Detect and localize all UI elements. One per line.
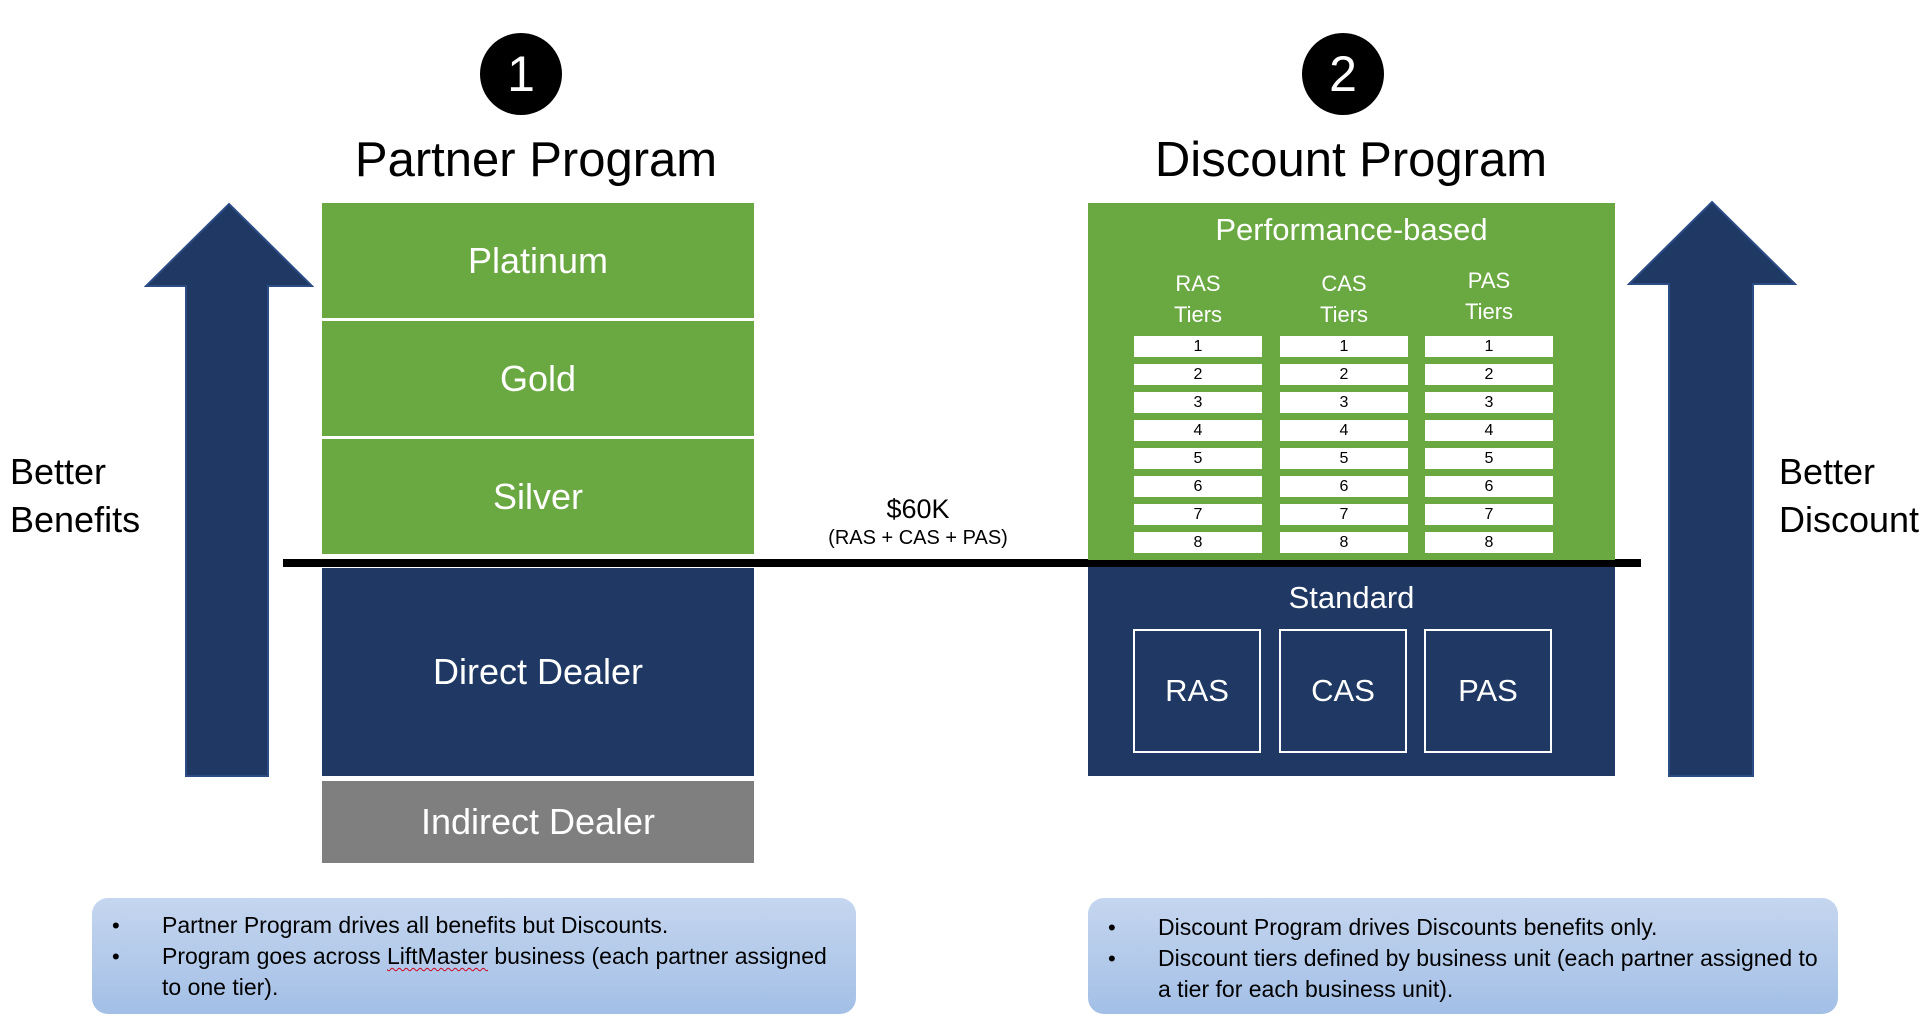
cas-tier-list: 1 2 3 4 5 6 7 8: [1280, 336, 1408, 553]
ras-tiers-header-line1: RAS: [1175, 271, 1221, 296]
pas-tiers-header-line1: PAS: [1467, 268, 1511, 293]
indirect-dealer-block: Indirect Dealer: [322, 781, 754, 863]
pas-tier-cell: 1: [1425, 336, 1553, 357]
performance-based-title: Performance-based: [1215, 212, 1488, 247]
cas-tier-cell: 3: [1280, 392, 1408, 413]
ras-tier-cell: 1: [1134, 336, 1262, 357]
partner-notes-box: Partner Program drives all benefits but …: [92, 898, 856, 1014]
better-discount-label-line2: Discount: [1779, 499, 1920, 540]
step-1-number: 1: [507, 46, 535, 102]
partner-notes-list: Partner Program drives all benefits but …: [92, 910, 856, 1003]
ras-tier-cell: 5: [1134, 448, 1262, 469]
cas-tiers-header: CAS Tiers: [1280, 268, 1408, 330]
partner-tier-stack: Platinum Gold Silver: [322, 203, 754, 554]
step-2-badge: 2: [1302, 33, 1384, 115]
partner-program-title: Partner Program: [354, 133, 718, 187]
threshold-basis: (RAS + CAS + PAS): [828, 527, 1008, 549]
better-discount-label-line1: Better: [1779, 451, 1876, 492]
pas-tier-cell: 2: [1425, 364, 1553, 385]
standard-cas-box: CAS: [1279, 629, 1407, 753]
better-discount-arrow-icon: [1627, 200, 1797, 777]
tier-platinum: Platinum: [322, 203, 754, 318]
ras-tiers-column: RAS Tiers: [1134, 268, 1262, 330]
indirect-dealer-label: Indirect Dealer: [420, 801, 656, 842]
pas-tier-cell: 8: [1425, 532, 1553, 553]
tier-divider: [322, 436, 754, 439]
discount-note-text: Discount Program drives Discounts benefi…: [1158, 914, 1658, 940]
discount-note-item: Discount Program drives Discounts benefi…: [1088, 912, 1838, 943]
threshold-amount: $60K: [886, 494, 950, 524]
ras-tiers-header: RAS Tiers: [1134, 268, 1262, 330]
threshold-label: $60K (RAS + CAS + PAS): [818, 494, 1018, 550]
pas-tiers-column: PAS Tiers: [1425, 265, 1553, 327]
partner-note-item: Partner Program drives all benefits but …: [92, 910, 856, 941]
tier-gold: Gold: [322, 321, 754, 436]
pas-tier-cell: 4: [1425, 420, 1553, 441]
standard-pas-box: PAS: [1424, 629, 1552, 753]
ras-tiers-header-line2: Tiers: [1173, 302, 1223, 327]
discount-notes-box: Discount Program drives Discounts benefi…: [1088, 898, 1838, 1014]
pas-tiers-header: PAS Tiers: [1425, 265, 1553, 327]
tier-divider: [322, 318, 754, 321]
threshold-line: [283, 559, 1641, 567]
partner-note-item: Program goes across LiftMaster business …: [92, 941, 856, 1003]
performance-based-panel: Performance-based RAS Tiers CAS Tiers PA…: [1088, 203, 1615, 560]
pas-tiers-header-line2: Tiers: [1464, 299, 1514, 324]
direct-dealer-label: Direct Dealer: [432, 651, 644, 692]
standard-pas-label: PAS: [1458, 673, 1518, 708]
ras-tier-cell: 3: [1134, 392, 1262, 413]
discount-notes-list: Discount Program drives Discounts benefi…: [1088, 912, 1838, 1005]
direct-dealer-block: Direct Dealer: [322, 568, 754, 776]
pas-tier-cell: 5: [1425, 448, 1553, 469]
better-benefits-label-line2: Benefits: [10, 499, 141, 540]
cas-tier-cell: 4: [1280, 420, 1408, 441]
discount-note-item: Discount tiers defined by business unit …: [1088, 943, 1838, 1005]
tier-silver: Silver: [322, 439, 754, 554]
standard-panel: Standard RAS CAS PAS: [1088, 567, 1615, 776]
cas-tiers-header-line2: Tiers: [1319, 302, 1369, 327]
ras-tier-cell: 2: [1134, 364, 1262, 385]
cas-tier-cell: 1: [1280, 336, 1408, 357]
tier-silver-label: Silver: [492, 475, 584, 517]
standard-cas-label: CAS: [1311, 673, 1375, 708]
cas-tier-cell: 5: [1280, 448, 1408, 469]
cas-tier-cell: 8: [1280, 532, 1408, 553]
cas-tiers-column: CAS Tiers: [1280, 268, 1408, 330]
discount-note-text: Discount tiers defined by business unit …: [1158, 945, 1818, 1002]
pas-tier-cell: 3: [1425, 392, 1553, 413]
brand-name-text: LiftMaster: [386, 943, 488, 969]
standard-title: Standard: [1288, 580, 1415, 615]
pas-tier-cell: 7: [1425, 504, 1553, 525]
partner-note-text: Partner Program drives all benefits but …: [162, 912, 669, 938]
discount-program-title: Discount Program: [1154, 133, 1548, 187]
step-2-number: 2: [1329, 46, 1357, 102]
tier-gold-label: Gold: [499, 357, 577, 399]
ras-tier-list: 1 2 3 4 5 6 7 8: [1134, 336, 1262, 553]
pas-tier-list: 1 2 3 4 5 6 7 8: [1425, 336, 1553, 553]
partner-note-text: business (each partner assigned to one t…: [162, 943, 827, 1000]
ras-tier-cell: 6: [1134, 476, 1262, 497]
cas-tiers-header-line1: CAS: [1321, 271, 1367, 296]
cas-tier-cell: 6: [1280, 476, 1408, 497]
ras-tier-cell: 8: [1134, 532, 1262, 553]
better-benefits-label: Better Benefits: [10, 448, 140, 544]
cas-tier-cell: 2: [1280, 364, 1408, 385]
cas-tier-cell: 7: [1280, 504, 1408, 525]
ras-tier-cell: 4: [1134, 420, 1262, 441]
standard-ras-box: RAS: [1133, 629, 1261, 753]
partner-note-text: Program goes across: [162, 943, 387, 969]
pas-tier-cell: 6: [1425, 476, 1553, 497]
better-benefits-label-line1: Better: [10, 451, 107, 492]
standard-ras-label: RAS: [1165, 673, 1229, 708]
step-1-badge: 1: [480, 33, 562, 115]
tier-platinum-label: Platinum: [467, 239, 609, 281]
better-discount-label: Better Discount: [1779, 448, 1919, 544]
ras-tier-cell: 7: [1134, 504, 1262, 525]
better-benefits-arrow-icon: [144, 202, 314, 777]
